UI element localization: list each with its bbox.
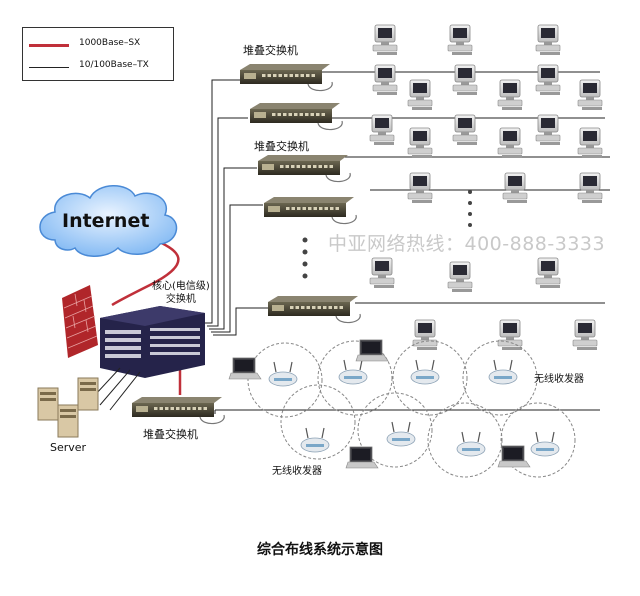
pc-icon — [407, 172, 433, 203]
stack-switch-icon — [240, 64, 333, 92]
pc-icon — [497, 127, 523, 158]
server-unit — [37, 387, 59, 421]
access-point-icon — [300, 427, 330, 453]
pc-icon — [372, 24, 398, 55]
core-switch-label: 核心(电信级) 交换机 — [152, 281, 210, 305]
workstations — [369, 24, 603, 350]
servers — [37, 377, 99, 438]
firewall — [62, 285, 98, 358]
coverage-cell — [317, 340, 393, 416]
stack-switch-label-1: 堆叠交换机 — [243, 44, 298, 57]
stack-switch-icon — [264, 197, 357, 225]
server-unit — [77, 377, 99, 411]
stack-switch-label-3: 堆叠交换机 — [143, 428, 198, 441]
access-point-icon — [488, 359, 518, 385]
pc-icon — [372, 64, 398, 95]
core-switch-chassis — [100, 306, 205, 378]
stack-switch-icon — [258, 155, 351, 183]
pc-icon — [369, 114, 395, 145]
pc-icon — [452, 64, 478, 95]
pc-icon — [577, 172, 603, 203]
ellipsis-dots — [302, 190, 472, 279]
legend-item-fiber: 1000Base–SX — [29, 38, 169, 51]
pc-icon — [535, 114, 561, 145]
server-links — [94, 367, 141, 411]
laptop-icon — [497, 445, 531, 468]
stack-switch-icon — [132, 397, 225, 425]
pc-icon — [535, 64, 561, 95]
access-point-icon — [386, 421, 416, 447]
access-point-icon — [530, 431, 560, 457]
pc-icon — [577, 127, 603, 158]
pc-icon — [407, 127, 433, 158]
pc-icon — [535, 24, 561, 55]
wireless-label-1: 无线收发器 — [534, 374, 584, 385]
stack-switch-icon — [268, 296, 361, 324]
server-unit — [57, 404, 79, 438]
access-points — [268, 359, 560, 457]
coverage-cell — [247, 342, 323, 418]
internet-label: Internet — [62, 210, 150, 232]
legend-label-fiber: 1000Base–SX — [79, 38, 141, 48]
legend-swatch-copper — [29, 67, 69, 68]
access-point-icon — [338, 359, 368, 385]
coverage-cell — [357, 392, 433, 468]
pc-icon — [407, 79, 433, 110]
laptop-icon — [228, 357, 262, 380]
coverage-cell — [462, 340, 538, 416]
laptops — [228, 339, 531, 469]
uplink-lines — [205, 79, 268, 336]
pc-icon — [577, 79, 603, 110]
diagram-caption: 综合布线系统示意图 — [257, 542, 383, 558]
server-label: Server — [50, 441, 87, 454]
access-point-icon — [410, 359, 440, 385]
coverage-cell — [500, 402, 576, 478]
pc-icon — [447, 261, 473, 292]
internet-cloud — [39, 185, 178, 257]
watermark: 中亚网络热线：400-888-3333 — [328, 233, 606, 255]
pc-icon — [497, 79, 523, 110]
laptop-icon — [345, 446, 379, 469]
pc-icon — [572, 319, 598, 350]
stack-switches — [132, 64, 361, 425]
stack-switch-label-2: 堆叠交换机 — [254, 140, 309, 153]
legend: 1000Base–SX 10/100Base–TX — [22, 27, 174, 81]
pc-icon — [497, 319, 523, 350]
laptop-icon — [355, 339, 389, 362]
access-point-icon — [456, 431, 486, 457]
wireless-label-2: 无线收发器 — [272, 466, 322, 477]
coverage-cell — [392, 340, 468, 416]
coverage-cell — [427, 402, 503, 478]
pc-icon — [452, 114, 478, 145]
legend-label-copper: 10/100Base–TX — [79, 60, 149, 70]
pc-icon — [447, 24, 473, 55]
legend-swatch-fiber — [29, 44, 69, 47]
pc-icon — [502, 172, 528, 203]
wireless-cells — [247, 340, 576, 478]
pc-icon — [535, 257, 561, 288]
pc-icon — [369, 257, 395, 288]
pc-icon — [412, 319, 438, 350]
access-point-icon — [268, 361, 298, 387]
coverage-cell — [280, 384, 356, 460]
stack-switch-icon — [250, 103, 343, 131]
legend-item-copper: 10/100Base–TX — [29, 60, 169, 73]
